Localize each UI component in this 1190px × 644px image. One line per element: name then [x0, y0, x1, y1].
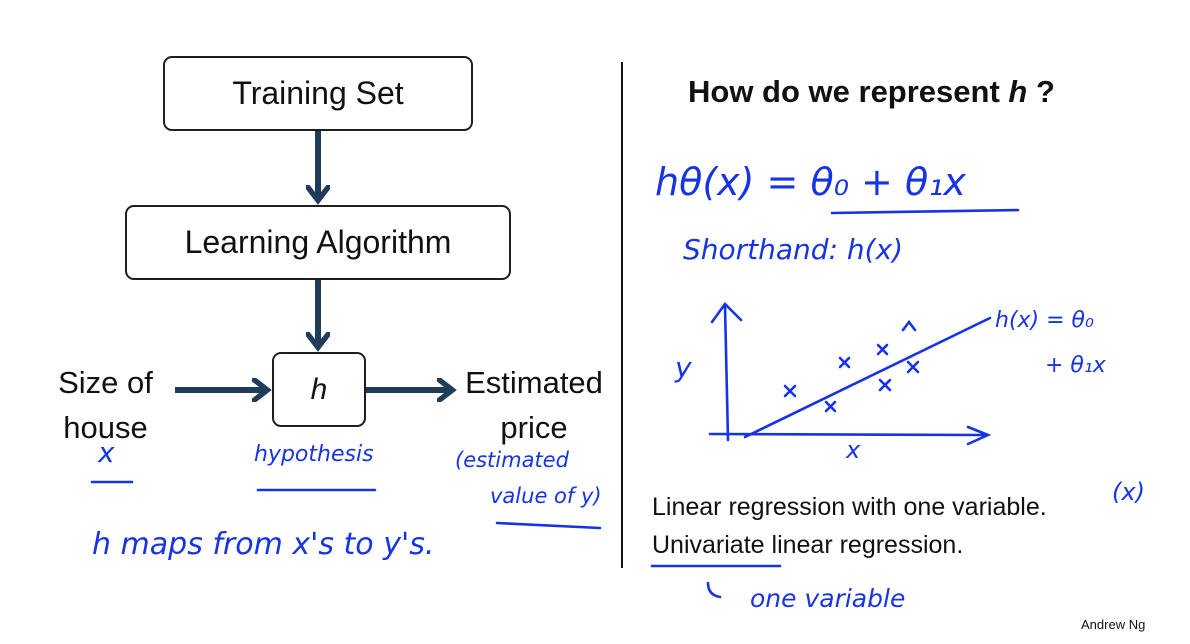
- plot-y-axis: [710, 302, 743, 442]
- hw-x-input: x: [98, 436, 115, 469]
- title-suffix: ?: [1027, 74, 1055, 109]
- hypothesis-symbol: h: [310, 372, 328, 406]
- univariate-rest: linear regression.: [764, 531, 964, 559]
- hw-plot-formula-2: + θ₁x: [1045, 353, 1106, 378]
- hw-plot-y: y: [675, 351, 692, 384]
- linear-regression-text: Linear regression with one variable.: [652, 493, 1047, 521]
- hw-maps-note: h maps from x's to y's.: [92, 527, 435, 562]
- hw-estimated-1: (estimated: [455, 448, 569, 472]
- title-prefix: How do we represent: [688, 74, 1009, 109]
- hw-x-paren: (x): [1112, 478, 1145, 506]
- hw-estimated-2: value of y): [490, 484, 602, 508]
- plot-x-axis: [708, 425, 992, 446]
- plot-fit-line: [743, 316, 992, 439]
- output-label: Estimated price: [465, 365, 603, 445]
- underline-estimated: [495, 521, 602, 530]
- hw-plot-formula-1: h(x) = θ₀: [995, 308, 1094, 333]
- learning-algorithm-box: Learning Algorithm: [125, 205, 511, 280]
- input-label: Size of house: [58, 365, 153, 445]
- hw-hypothesis: hypothesis: [254, 442, 374, 467]
- title-var: h: [1008, 74, 1028, 109]
- univariate-text: Univariate linear regression.: [652, 531, 963, 560]
- underline-theta: [830, 208, 1020, 215]
- hypothesis-box: h: [272, 352, 366, 427]
- one-variable-hook: [706, 581, 722, 599]
- training-set-box: Training Set: [163, 56, 473, 131]
- plot-data-marks: [783, 319, 920, 413]
- hw-shorthand: Shorthand: h(x): [683, 233, 904, 266]
- hw-one-variable: one variable: [750, 584, 906, 613]
- univariate-word: Univariate: [652, 531, 765, 559]
- right-title: How do we represent h ?: [688, 74, 1055, 110]
- hw-plot-x: x: [846, 436, 861, 464]
- training-set-label: Training Set: [232, 75, 404, 111]
- author-credit: Andrew Ng: [1081, 617, 1146, 632]
- hw-formula: hθ(x) = θ₀ + θ₁x: [655, 160, 966, 204]
- learning-algorithm-label: Learning Algorithm: [184, 224, 452, 260]
